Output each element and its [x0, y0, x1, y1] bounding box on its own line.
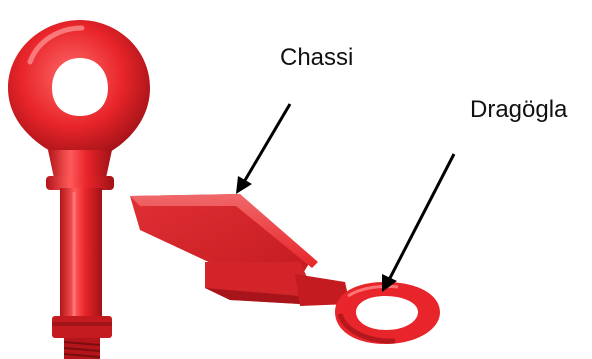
towing-eye-ring — [335, 282, 440, 344]
eye-bolt-ring — [8, 20, 150, 160]
eye-bolt-shaft — [60, 188, 102, 318]
arrow-to-towing-eye — [382, 154, 454, 292]
eye-bolt-neck — [48, 150, 112, 178]
eye-bolt-collar — [46, 176, 114, 190]
label-chassi: Chassi — [280, 46, 353, 70]
eye-bolt-nut — [52, 316, 112, 338]
arrow-to-chassis — [236, 104, 290, 194]
label-dragogla: Dragögla — [470, 98, 567, 122]
eye-bolt-icon — [8, 20, 150, 359]
